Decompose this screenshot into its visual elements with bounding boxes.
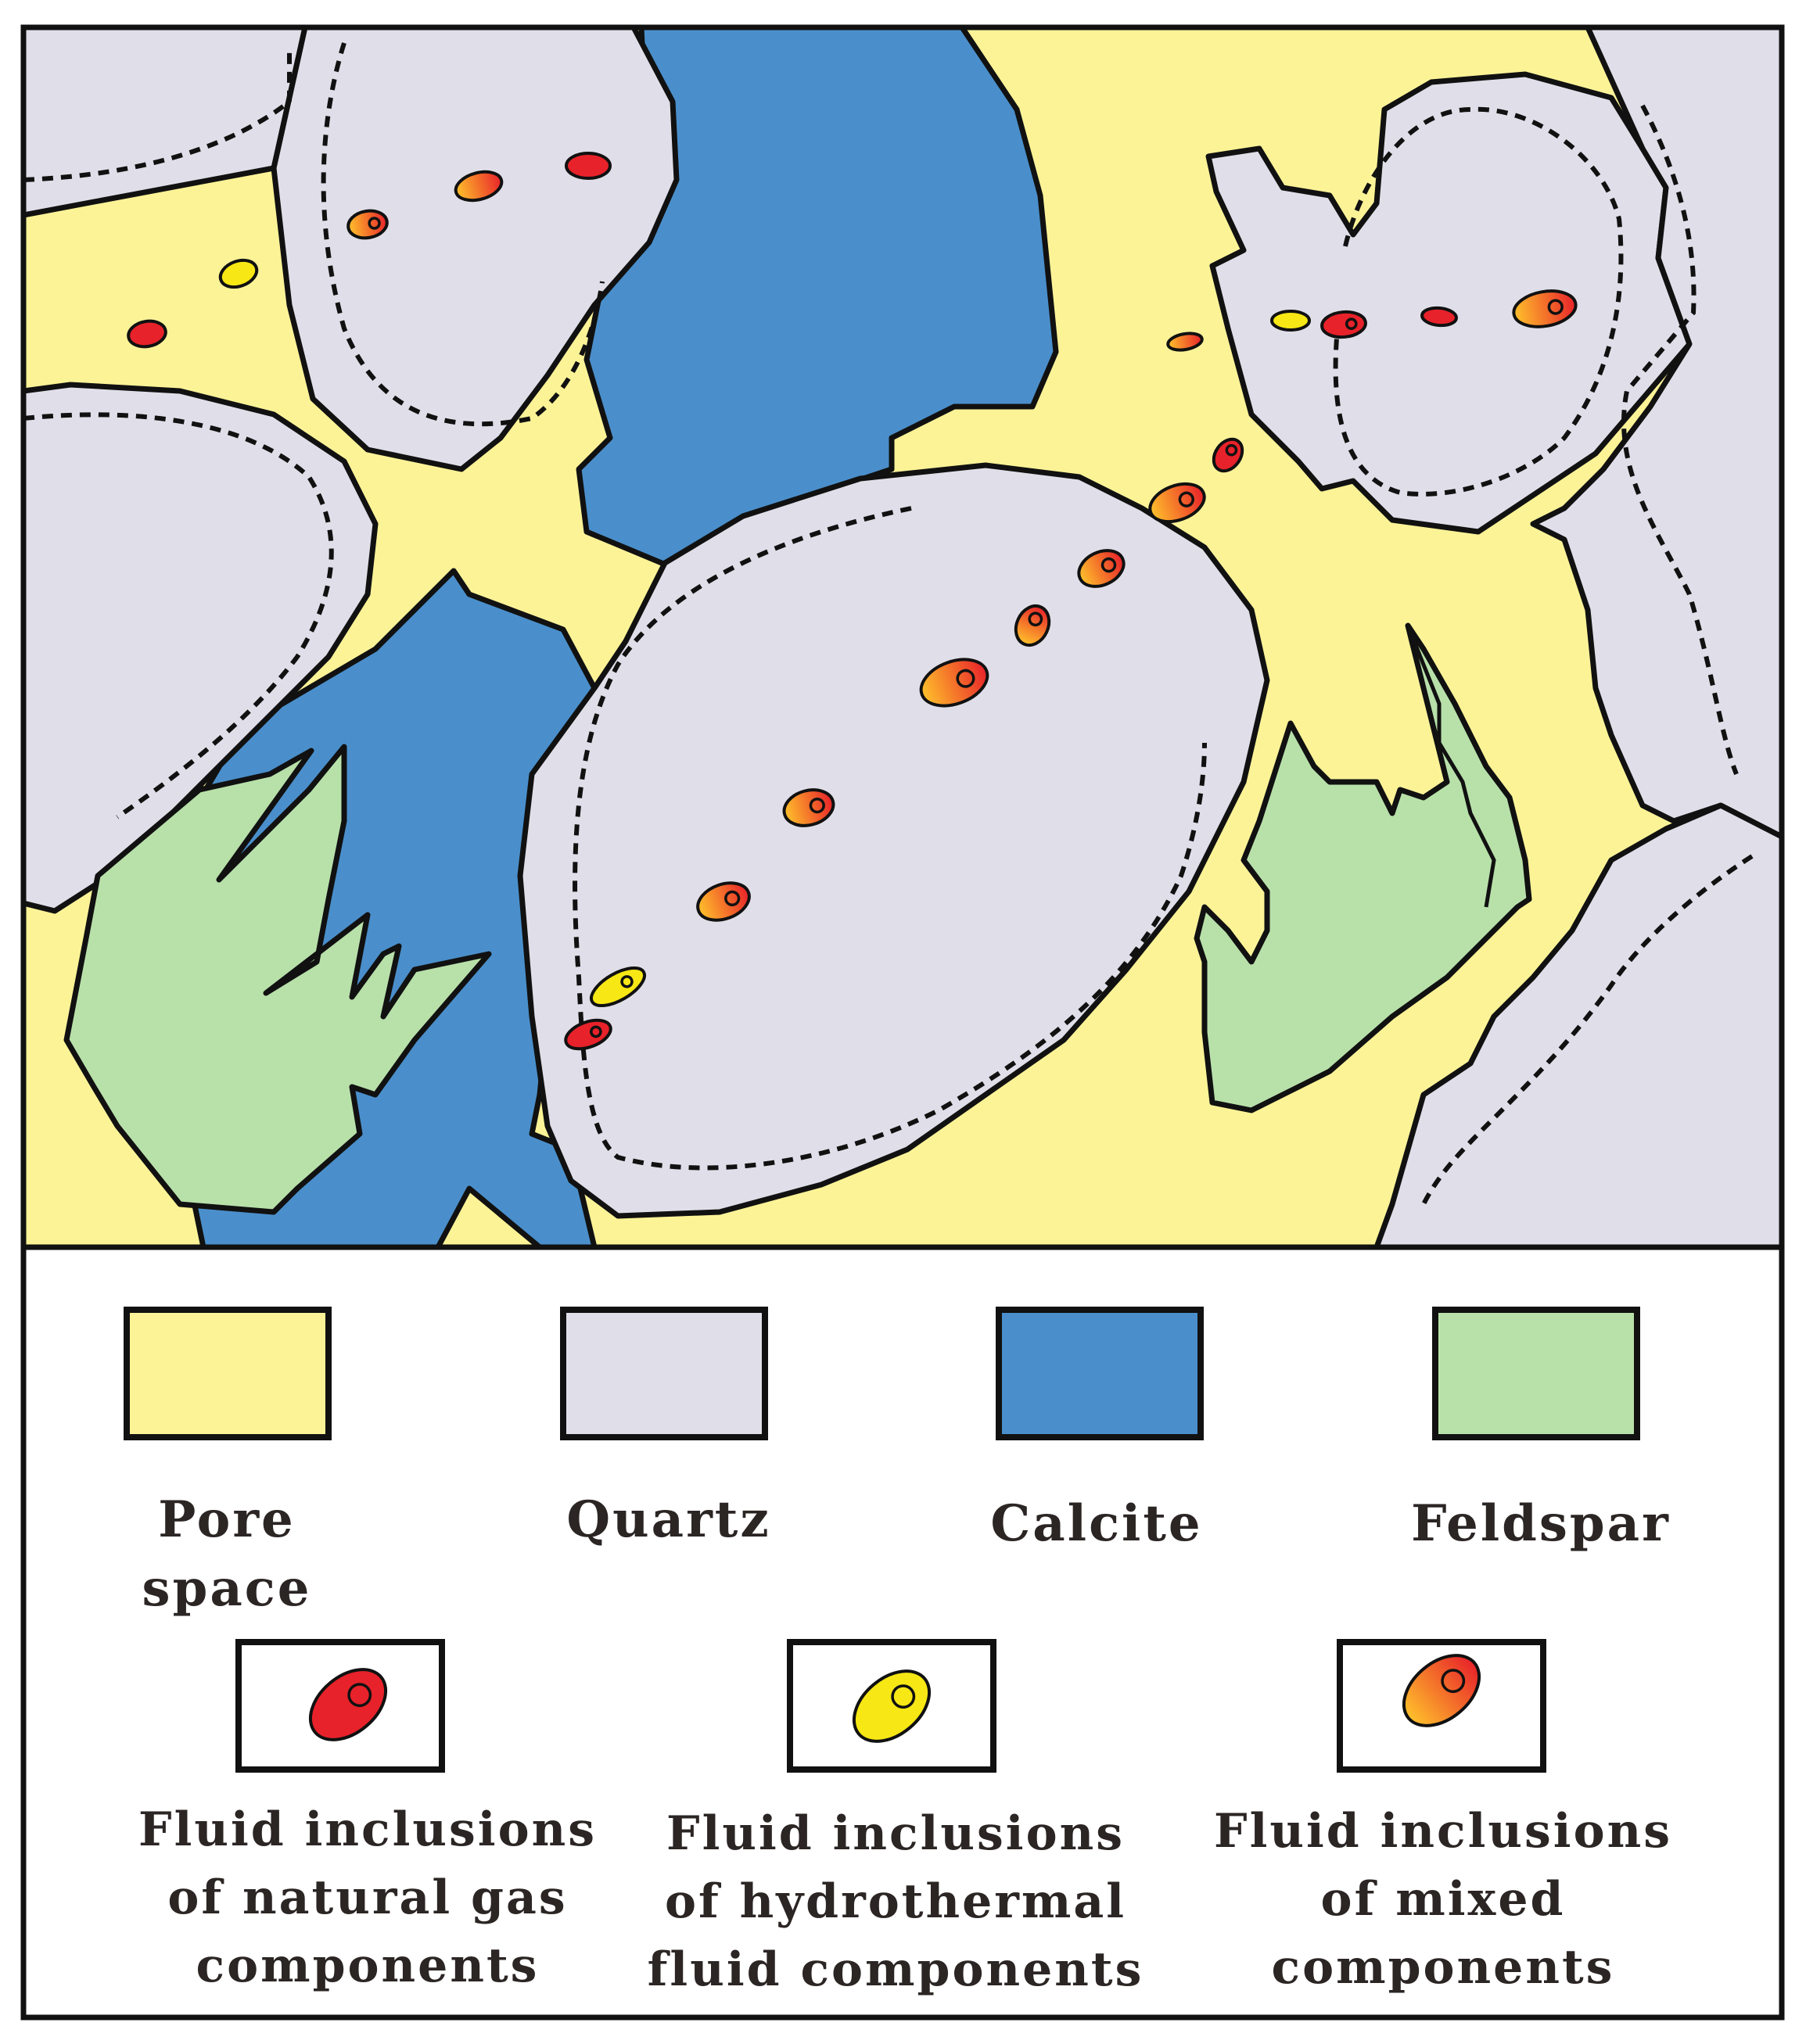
vapor-bubble <box>368 217 381 230</box>
quartz-grain-top-right <box>1205 71 1693 535</box>
overgrowth-rim-left <box>23 412 334 819</box>
legend-text-line: components <box>196 1938 540 1993</box>
overgrowth-rim-top-right <box>1333 106 1624 497</box>
fluid-inclusion-gas <box>1320 310 1367 339</box>
legend-text-line: components <box>1272 1940 1615 1995</box>
fluid-inclusion-hydro <box>1270 310 1311 332</box>
inclusion-body <box>127 319 167 349</box>
inclusion-body <box>1270 310 1311 332</box>
legend-swatch-quartz <box>560 1307 768 1440</box>
legend-label-calcite: Calcite <box>990 1494 1202 1553</box>
legend-text-line: of mixed <box>1321 1872 1566 1927</box>
vapor-bubble <box>1028 611 1043 627</box>
legend-panel: Pore space Quartz Calcite Feldspar Fluid … <box>20 1244 1785 2021</box>
fluid-inclusion-hydro <box>218 258 259 289</box>
legend-label-pore: Pore space <box>142 1490 312 1618</box>
mixed-inclusion-icon <box>1402 1654 1481 1727</box>
vapor-bubble <box>1547 299 1564 315</box>
fluid-inclusion-mixed <box>1014 604 1051 647</box>
legend-text-line: Pore <box>158 1490 296 1549</box>
legend-label-mixed: Fluid inclusions of mixed components <box>1214 1804 1672 1995</box>
legend-text-line: space <box>142 1559 312 1618</box>
inclusion-body <box>1320 310 1367 339</box>
legend-label-natural-gas: Fluid inclusions of natural gas components <box>138 1802 597 1993</box>
fluid-inclusion-mixed <box>346 209 389 240</box>
vapor-bubble <box>1225 443 1238 457</box>
overgrowth-rim-center-left <box>573 506 1207 1171</box>
quartz-grain-center <box>517 462 1270 1219</box>
overgrowth-rim-top-left <box>23 47 292 182</box>
feldspar-crack <box>1406 625 1496 908</box>
legend-text-line: Fluid inclusions <box>138 1802 597 1857</box>
natural-gas-inclusion-icon <box>308 1668 388 1741</box>
legend-swatch-calcite <box>996 1307 1204 1440</box>
legend-inclusion <box>308 1668 388 1741</box>
legend-label-quartz: Quartz <box>566 1490 770 1549</box>
legend-inclusion <box>852 1669 932 1743</box>
legend-inclusion <box>1402 1654 1481 1727</box>
inclusion-body <box>1166 332 1204 352</box>
vapor-bubble <box>1100 557 1117 573</box>
fluid-inclusion-hydro <box>590 966 646 1008</box>
vapor-bubble <box>724 890 741 907</box>
legend-text-line: Calcite <box>990 1494 1202 1553</box>
inclusion-body <box>565 152 612 180</box>
fluid-inclusion-mixed <box>1512 289 1578 328</box>
fluid-inclusion-gas <box>565 152 612 180</box>
inclusion-body <box>1420 306 1458 328</box>
fluid-inclusion-mixed <box>1077 549 1126 588</box>
vapor-bubble <box>956 669 975 688</box>
fluid-inclusion-mixed <box>696 881 751 922</box>
fluid-inclusion-mixed <box>454 170 504 203</box>
legend-label-hydrothermal: Fluid inclusions of hydrothermal fluid com… <box>648 1806 1144 1997</box>
inclusion-body <box>218 258 259 289</box>
vapor-bubble <box>620 975 634 988</box>
fluid-inclusion-gas <box>127 319 167 349</box>
vapor-bubble <box>1345 317 1358 330</box>
feldspar-grain-right <box>1194 622 1532 1113</box>
fluid-inclusion-mixed <box>1148 482 1206 524</box>
quartz-grain-left <box>23 382 379 914</box>
legend-label-feldspar: Feldspar <box>1411 1494 1671 1553</box>
overgrowth-rim-bottom-right <box>1421 854 1754 1206</box>
overgrowth-rim-top-upper <box>321 42 605 427</box>
vapor-bubble <box>809 797 825 814</box>
vapor-bubble <box>1178 491 1194 507</box>
legend-text-line: of hydrothermal <box>665 1874 1126 1929</box>
vapor-bubble <box>891 1684 916 1709</box>
fluid-inclusion-gas <box>1420 306 1458 328</box>
legend-swatch-pore <box>124 1307 332 1440</box>
fluid-inclusion-gas <box>564 1018 612 1051</box>
fluid-inclusion-mixed <box>782 788 835 827</box>
legend-text-line: Feldspar <box>1411 1494 1671 1553</box>
overgrowth-rim-right <box>1621 104 1739 776</box>
legend-text-line: Quartz <box>566 1490 770 1549</box>
fluid-inclusion-gas <box>1212 437 1244 473</box>
legend-text-line: of natural gas <box>167 1870 567 1925</box>
inclusion-body <box>454 170 504 203</box>
legend-text-line: Fluid inclusions <box>666 1806 1125 1861</box>
inclusion-body <box>1512 289 1578 328</box>
vapor-bubble <box>347 1683 372 1708</box>
inclusions-layer <box>127 152 1578 1051</box>
fluid-inclusion-mixed <box>1166 332 1204 352</box>
legend-text-line: fluid components <box>648 1942 1144 1997</box>
feldspar-grain-left <box>63 744 492 1215</box>
thin-section-scene <box>23 27 1782 1247</box>
vapor-bubble <box>590 1025 602 1038</box>
fluid-inclusion-mixed <box>919 658 989 708</box>
legend-text-line: Fluid inclusions <box>1214 1804 1672 1859</box>
legend-swatch-feldspar <box>1432 1307 1640 1440</box>
hydrothermal-inclusion-icon <box>852 1669 932 1743</box>
vapor-bubble <box>1441 1669 1466 1694</box>
quartz-grain-top-upper <box>271 27 680 472</box>
